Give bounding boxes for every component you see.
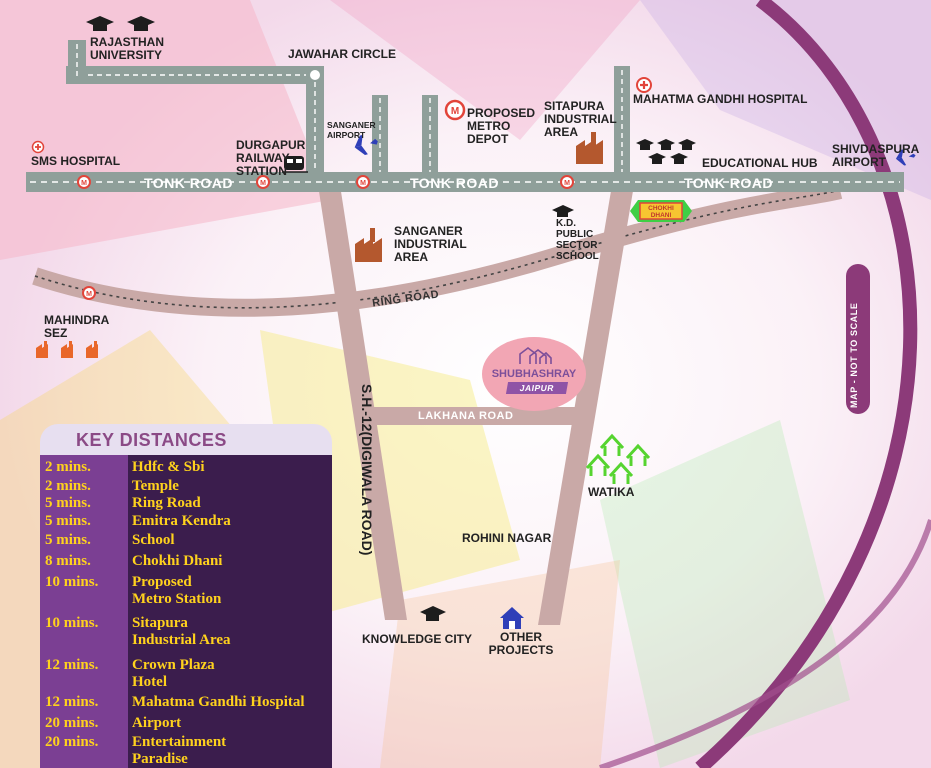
- mahindra-sez-label: MAHINDRA SEZ: [44, 313, 109, 340]
- mahatma-gandhi-hospital-label: MAHATMA GANDHI HOSPITAL: [633, 92, 808, 106]
- rajasthan-university-label: RAJASTHAN UNIVERSITY: [90, 35, 165, 62]
- knowledge-city-label: KNOWLEDGE CITY: [362, 632, 472, 646]
- train-icon: [282, 156, 308, 173]
- key-distances-header: KEY DISTANCES: [40, 424, 332, 456]
- watika-houses-icon: [585, 433, 651, 484]
- other-projects-label: OTHER PROJECTS: [488, 630, 554, 657]
- educational-hub-caps-icon: [636, 139, 696, 164]
- project-city: JAIPUR: [505, 382, 569, 394]
- svg-text:M: M: [81, 180, 87, 187]
- shivdaspura-airport-label: SHIVDASPURA AIRPORT: [832, 142, 919, 169]
- svg-text:M: M: [86, 291, 92, 298]
- rohini-nagar-label: ROHINI NAGAR: [462, 531, 552, 545]
- sh12-road-label: S.H.-12(DIGIWALA ROAD): [359, 384, 375, 556]
- house-logo-icon: [519, 347, 552, 364]
- sanganer-airport-label: SANGANER AIRPORT: [327, 120, 376, 140]
- scale-note-badge: MAP - NOT TO SCALE: [846, 264, 870, 414]
- educational-hub-label: EDUCATIONAL HUB: [702, 156, 818, 170]
- shubhashray-project-marker[interactable]: SHUBHASHRAY JAIPUR: [482, 337, 586, 411]
- sitapura-industrial-area-label: SITAPURA INDUSTRIAL AREA: [544, 99, 617, 139]
- lakhana-road: [365, 407, 580, 425]
- sez-factories-icon: [36, 341, 98, 358]
- project-marker-blob: [482, 337, 586, 411]
- chokhi-dhani-label-line1: CHOKHI: [648, 205, 674, 212]
- factory-icon: [576, 132, 603, 164]
- svg-text:M: M: [260, 180, 266, 187]
- hospital-icon: [636, 77, 652, 93]
- sms-hospital-label: SMS HOSPITAL: [31, 154, 121, 168]
- other-projects-icon: [500, 607, 524, 629]
- chokhi-dhani-badge: CHOKHI DHANI: [630, 200, 692, 222]
- key-distances-list: 2 mins.Hdfc & Sbi 2 mins.Temple 5 mins.R…: [40, 455, 332, 768]
- jawahar-circle-label: JAWAHAR CIRCLE: [288, 47, 397, 61]
- scale-note-text: MAP - NOT TO SCALE: [849, 302, 859, 408]
- key-distances-panel: KEY DISTANCES 2 mins.Hdfc & Sbi 2 mins.T…: [40, 424, 332, 768]
- kd-public-school-label: K.D. PUBLIC SECTOR SCHOOL: [556, 218, 599, 262]
- tonk-road-label: TONK ROAD: [684, 175, 774, 191]
- sh12-road: [318, 185, 407, 620]
- tonk-road-label: TONK ROAD: [410, 175, 500, 191]
- sanganer-industrial-area-label: SANGANER INDUSTRIAL AREA: [394, 224, 467, 264]
- svg-text:M: M: [360, 180, 366, 187]
- watika-label: WATIKA: [588, 485, 635, 499]
- svg-text:M: M: [564, 180, 570, 187]
- durgapur-railway-station-label: DURGAPUR RAILWAY STATION: [236, 138, 306, 178]
- sitapura-road: [538, 185, 634, 625]
- plane-icon: [345, 134, 378, 156]
- ring-road: [32, 181, 843, 317]
- key-distances-title: KEY DISTANCES: [76, 430, 227, 450]
- proposed-metro-depot-label: PROPOSED METRO DEPOT: [467, 106, 536, 146]
- hospital-icon: [31, 140, 45, 154]
- plane-icon: [889, 149, 916, 166]
- factory-icon: [355, 228, 382, 262]
- metro-depot-icon: M: [444, 99, 466, 121]
- chokhi-dhani-label-line2: DHANI: [651, 212, 672, 219]
- graduation-cap-icon: [86, 16, 574, 621]
- svg-text:M: M: [451, 106, 459, 117]
- lakhana-road-label: LAKHANA ROAD: [418, 410, 514, 422]
- project-name: SHUBHASHRAY: [491, 368, 577, 380]
- tonk-road-label: TONK ROAD: [144, 175, 234, 191]
